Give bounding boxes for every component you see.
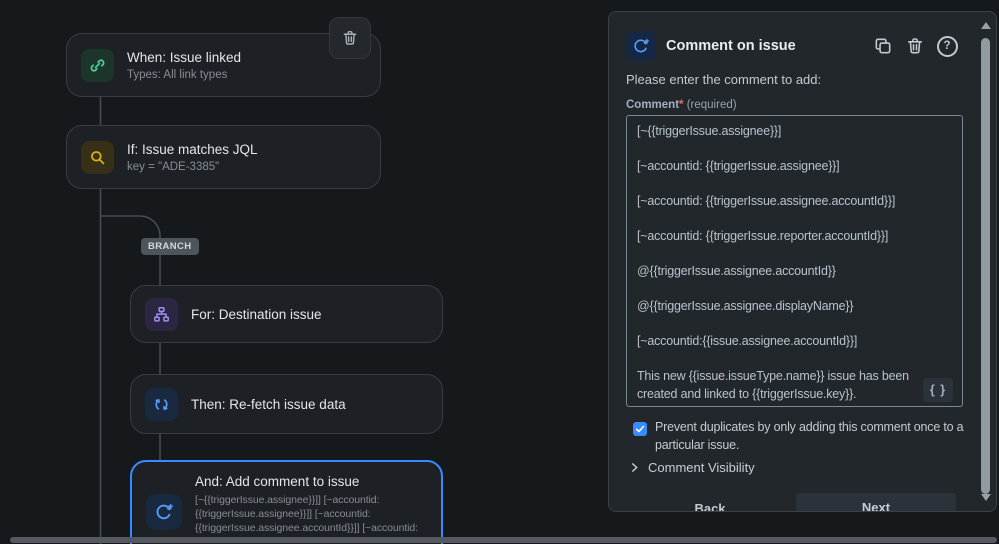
comment-preview-line: [~{{triggerIssue.assignee}}]] [~accounti… xyxy=(195,494,380,506)
chevron-right-icon xyxy=(629,462,640,473)
back-button[interactable]: Back xyxy=(694,501,726,512)
node-when-issue-linked[interactable]: When: Issue linked Types: All link types xyxy=(66,33,381,97)
panel-scrollbar-thumb[interactable] xyxy=(981,38,990,494)
panel-title: Comment on issue xyxy=(666,38,796,54)
comment-visibility-toggle[interactable]: Comment Visibility xyxy=(629,460,755,475)
help-button[interactable]: ? xyxy=(935,34,959,58)
copy-icon xyxy=(873,36,893,56)
panel-scrollbar[interactable] xyxy=(978,14,994,509)
comment-icon xyxy=(146,494,182,530)
node-subtitle: Types: All link types xyxy=(127,68,228,81)
node-title: If: Issue matches JQL xyxy=(127,141,258,157)
prevent-duplicates-label: Prevent duplicates by only adding this c… xyxy=(655,420,964,452)
prevent-duplicates-checkbox[interactable] xyxy=(633,422,647,436)
comment-textarea[interactable]: [~{{triggerIssue.assignee}}] [~accountid… xyxy=(626,115,963,407)
node-subtitle: key = "ADE-3385" xyxy=(127,160,220,173)
comment-icon xyxy=(626,31,656,61)
trash-icon xyxy=(905,36,925,56)
node-and-add-comment-to-issue[interactable]: And: Add comment to issue [~{{triggerIss… xyxy=(130,460,443,544)
link-icon xyxy=(81,48,114,82)
next-button[interactable]: Next xyxy=(796,493,956,511)
node-title: When: Issue linked xyxy=(127,49,242,65)
scroll-down-icon[interactable] xyxy=(981,494,991,501)
insert-smart-value-button[interactable]: { } xyxy=(923,378,953,402)
comment-preview-line: {{triggerIssue.assignee}}]] [~accountid: xyxy=(195,508,371,520)
node-title: Then: Re-fetch issue data xyxy=(191,396,346,412)
required-asterisk: * xyxy=(679,99,684,111)
duplicate-component-button[interactable] xyxy=(871,34,895,58)
horizontal-scrollbar-thumb[interactable] xyxy=(10,537,997,543)
branch-badge: BRANCH xyxy=(141,238,199,255)
comment-field-label: Comment* (required) xyxy=(626,99,737,111)
check-icon xyxy=(635,424,645,434)
node-for-destination-issue[interactable]: For: Destination issue xyxy=(130,285,443,343)
comment-intro-text: Please enter the comment to add: xyxy=(626,72,822,87)
delete-component-button[interactable] xyxy=(903,34,927,58)
node-if-issue-matches-jql[interactable]: If: Issue matches JQL key = "ADE-3385" xyxy=(66,125,381,189)
comment-visibility-label: Comment Visibility xyxy=(648,460,755,475)
trash-icon xyxy=(341,29,359,47)
search-icon xyxy=(81,140,114,174)
node-title: And: Add comment to issue xyxy=(195,474,360,489)
node-then-refetch-issue-data[interactable]: Then: Re-fetch issue data xyxy=(130,374,443,434)
delete-node-button[interactable] xyxy=(329,17,371,59)
comment-preview-line: {{triggerIssue.assignee.accountId}}]] [~… xyxy=(195,522,418,534)
refresh-icon xyxy=(145,387,178,421)
sitemap-icon xyxy=(145,297,178,331)
required-suffix: (required) xyxy=(683,99,737,111)
question-icon: ? xyxy=(936,35,958,57)
scroll-up-icon[interactable] xyxy=(981,22,991,29)
comment-config-panel: Comment on issue xyxy=(608,11,997,512)
comment-label-text: Comment xyxy=(626,99,680,111)
node-title: For: Destination issue xyxy=(191,306,322,322)
